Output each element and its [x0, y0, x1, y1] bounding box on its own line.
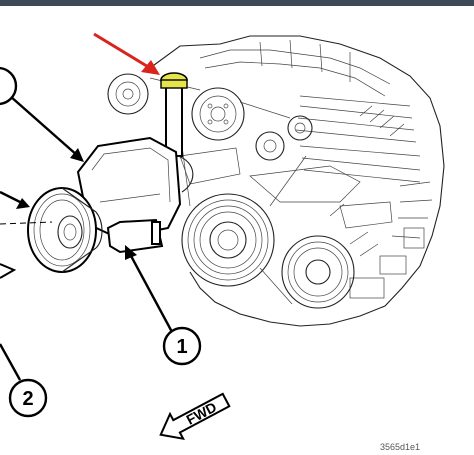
- pump-reservoir: [76, 85, 194, 254]
- fwd-label: FWD: [183, 399, 219, 428]
- pump-pulley: [0, 187, 103, 273]
- power-steering-pump-diagram: 1 2 FWD 3565d1e1: [0, 32, 445, 452]
- top-strip: [0, 0, 474, 6]
- fwd-arrow-icon: FWD: [159, 392, 231, 441]
- red-arrow-icon: [93, 32, 160, 75]
- callout-2-label: 2: [22, 388, 33, 410]
- callout-partial-top: [0, 66, 18, 106]
- callout-1: 1: [162, 326, 202, 366]
- callout-1-label: 1: [176, 336, 187, 358]
- reservoir-cap-body: [160, 79, 188, 89]
- leader-lines: [0, 95, 174, 381]
- figure-code: 3565d1e1: [380, 442, 420, 452]
- callout-2: 2: [8, 378, 48, 418]
